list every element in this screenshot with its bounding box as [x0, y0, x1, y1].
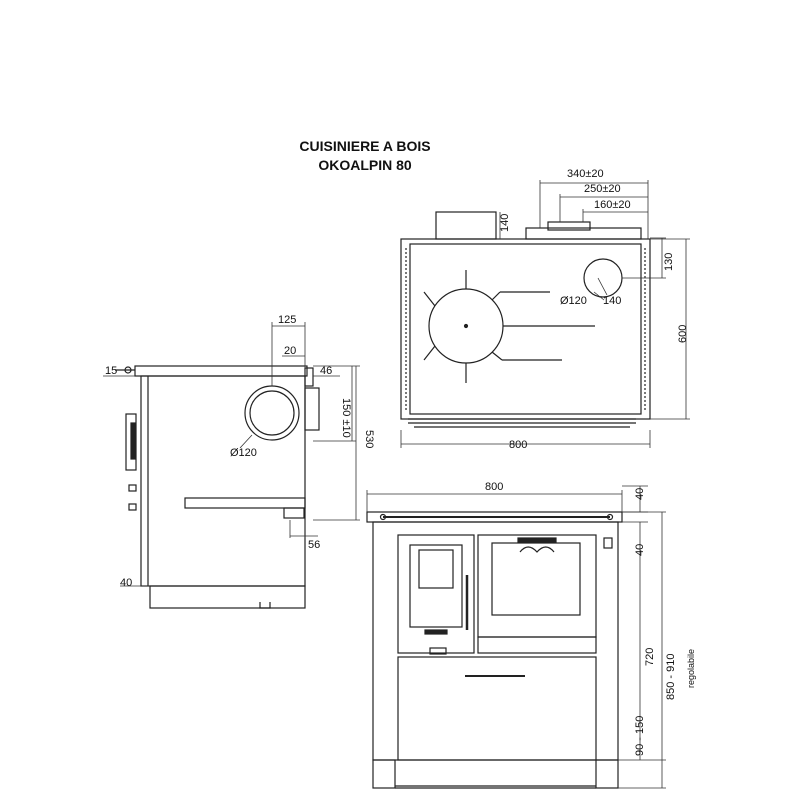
- side-view: [115, 365, 320, 609]
- dim-125: 125: [278, 314, 296, 326]
- dim-diameter-120-top: Ø120: [560, 295, 587, 307]
- dim-800-top: 800: [509, 439, 527, 451]
- dim-20: 20: [284, 345, 296, 357]
- top-view-dimensions: [400, 180, 690, 448]
- dim-56: 56: [308, 539, 320, 551]
- dim-46: 46: [320, 365, 332, 377]
- dim-40-base: 40: [120, 577, 132, 589]
- dim-140-ring: 140: [603, 295, 621, 307]
- front-view-dimensions: [366, 485, 666, 789]
- front-view: [366, 511, 623, 789]
- dim-15: 15: [105, 365, 117, 377]
- top-view-body: [400, 238, 651, 420]
- dim-850-910: 850 - 910: [665, 654, 677, 700]
- dim-140-flue: 140: [499, 214, 511, 232]
- side-handle: [125, 413, 137, 471]
- dim-600: 600: [677, 325, 689, 343]
- flue-outlet-top: [435, 211, 497, 240]
- dim-40-top: 40: [634, 488, 646, 500]
- dim-diameter-120-side: Ø120: [230, 447, 257, 459]
- foot-right: [595, 759, 619, 789]
- side-flue-circle: [244, 385, 300, 441]
- oven-door: [477, 534, 597, 638]
- dim-800-front: 800: [485, 481, 503, 493]
- dim-150: 150 ±10: [340, 398, 352, 438]
- label-regolabile: regolabile: [686, 649, 696, 688]
- dim-40-mid: 40: [634, 544, 646, 556]
- storage-drawer: [397, 656, 597, 761]
- drawing-title-line1: CUISINIERE A BOIS: [299, 138, 431, 154]
- dim-130: 130: [663, 253, 675, 271]
- dim-160: 160±20: [594, 199, 631, 211]
- side-top-plate: [134, 365, 308, 377]
- firebox-door: [397, 534, 475, 654]
- cooktop-plate: [409, 243, 642, 415]
- dim-530: 530: [363, 430, 375, 448]
- dim-720: 720: [644, 648, 656, 666]
- dim-340: 340±20: [567, 168, 604, 180]
- ash-drawer: [477, 636, 597, 654]
- foot-left: [372, 759, 396, 789]
- side-view-dimensions: [103, 322, 360, 587]
- dim-250: 250±20: [584, 183, 621, 195]
- rear-outlet-stub: [547, 221, 591, 231]
- side-body: [140, 375, 306, 587]
- side-base: [149, 585, 306, 609]
- top-view: [400, 211, 651, 428]
- drawing-title-line2: OKOALPIN 80: [318, 157, 412, 173]
- dim-90-150: 90 - 150: [634, 716, 646, 756]
- flue-ring: [583, 258, 623, 298]
